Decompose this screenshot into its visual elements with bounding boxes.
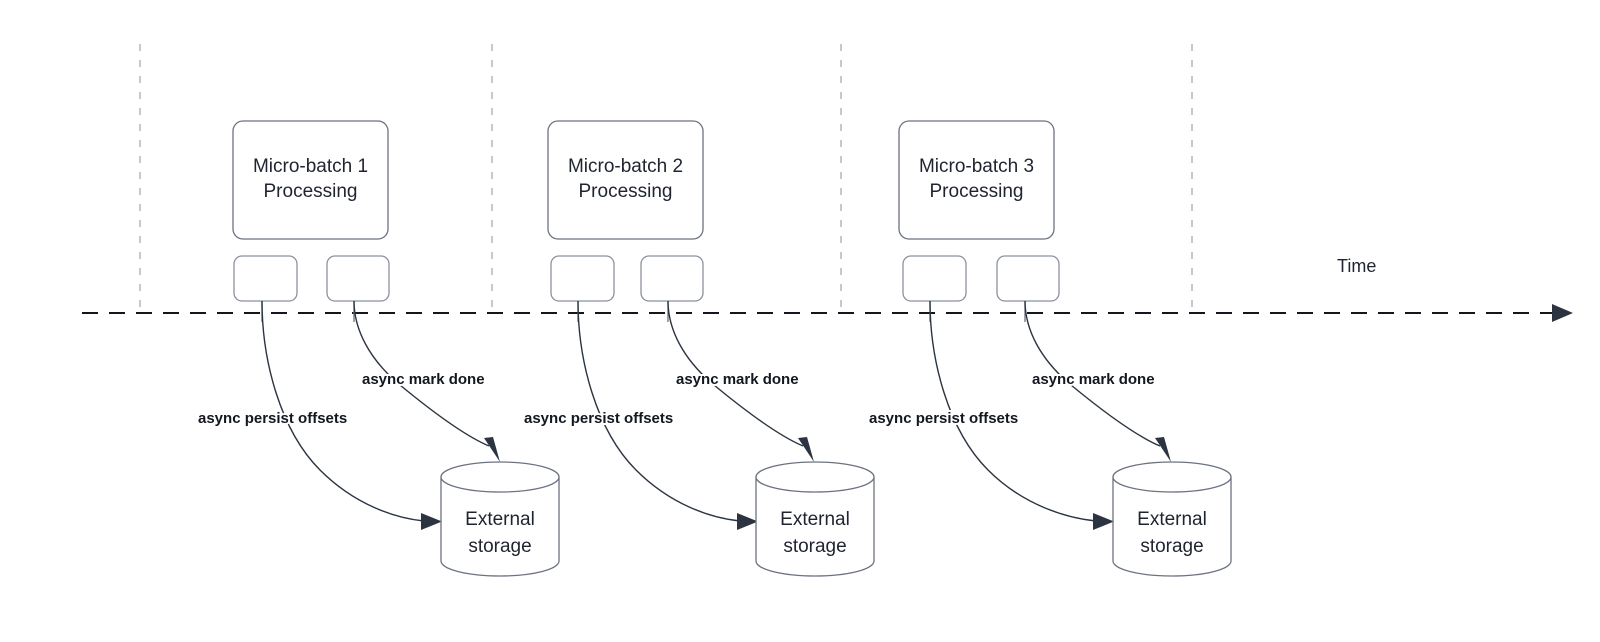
external-storage-3-line2: storage (1140, 536, 1203, 557)
group-2: Micro-batch 2 Processing External storag… (522, 120, 875, 577)
microbatch-1-node[interactable]: Micro-batch 1 Processing (232, 120, 389, 240)
flow-mark-done-3 (1024, 300, 1161, 447)
external-storage-1-node[interactable]: External storage (440, 461, 560, 577)
label-async-persist-offsets-1: async persist offsets (198, 410, 347, 427)
microbatch-3-line1: Micro-batch 3 (919, 156, 1034, 177)
external-storage-2-body[interactable] (755, 477, 875, 577)
mini-box-mark-1[interactable] (326, 255, 390, 302)
external-storage-3-top (1112, 461, 1232, 493)
flow-persist-offsets-3-arrowhead (1093, 513, 1114, 530)
microbatch-3-node[interactable]: Micro-batch 3 Processing (898, 120, 1055, 240)
label-async-mark-done-2: async mark done (676, 371, 799, 388)
external-storage-1-line1: External (465, 509, 535, 530)
external-storage-2-top (755, 461, 875, 493)
time-axis-label: Time (1337, 256, 1376, 276)
microbatch-2-line2: Processing (579, 181, 673, 202)
microbatch-3-box[interactable] (898, 120, 1055, 240)
flow-persist-offsets-1-arrowhead (421, 513, 442, 530)
divider-group (139, 44, 1193, 313)
label-async-persist-offsets-2: async persist offsets (524, 410, 673, 427)
flow-mark-done-1 (353, 300, 490, 447)
flow-persist-offsets-2-arrowhead (737, 513, 758, 530)
label-async-mark-done-1: async mark done (362, 371, 485, 388)
microbatch-3-line2: Processing (930, 181, 1024, 202)
group-3: Micro-batch 3 Processing External storag… (867, 120, 1232, 577)
label-async-persist-offsets-3: async persist offsets (869, 410, 1018, 427)
external-storage-1-top (440, 461, 560, 493)
external-storage-1-line2: storage (468, 536, 531, 557)
external-storage-3-node[interactable]: External storage (1112, 461, 1232, 577)
flow-mark-done-3-arrowhead (1155, 437, 1171, 462)
flow-persist-offsets-1 (261, 300, 425, 522)
external-storage-3-body[interactable] (1112, 477, 1232, 577)
mini-box-offsets-2[interactable] (550, 255, 615, 302)
microbatch-2-box[interactable] (547, 120, 704, 240)
flow-mark-done-2-arrowhead (798, 437, 814, 462)
external-storage-2-node[interactable]: External storage (755, 461, 875, 577)
external-storage-3-line1: External (1137, 509, 1207, 530)
microbatch-1-line1: Micro-batch 1 (253, 156, 368, 177)
flow-persist-offsets-2 (577, 300, 741, 522)
mini-box-offsets-3[interactable] (902, 255, 967, 302)
external-storage-2-line2: storage (783, 536, 846, 557)
timeline-arrowhead (1552, 304, 1573, 322)
external-storage-2-line1: External (780, 509, 850, 530)
external-storage-1-body[interactable] (440, 477, 560, 577)
mini-box-mark-2[interactable] (640, 255, 704, 302)
mini-box-offsets-1[interactable] (233, 255, 298, 302)
mini-box-mark-3[interactable] (996, 255, 1060, 302)
microbatch-1-line2: Processing (264, 181, 358, 202)
flow-mark-done-2 (667, 300, 804, 447)
label-async-mark-done-3: async mark done (1032, 371, 1155, 388)
microbatch-1-box[interactable] (232, 120, 389, 240)
flow-mark-done-1-arrowhead (484, 437, 500, 462)
microbatch-2-node[interactable]: Micro-batch 2 Processing (547, 120, 704, 240)
microbatch-2-line1: Micro-batch 2 (568, 156, 683, 177)
flow-persist-offsets-3 (929, 300, 1097, 522)
group-1: Micro-batch 1 Processing External storag… (196, 120, 560, 577)
time-axis: Time (82, 256, 1573, 322)
